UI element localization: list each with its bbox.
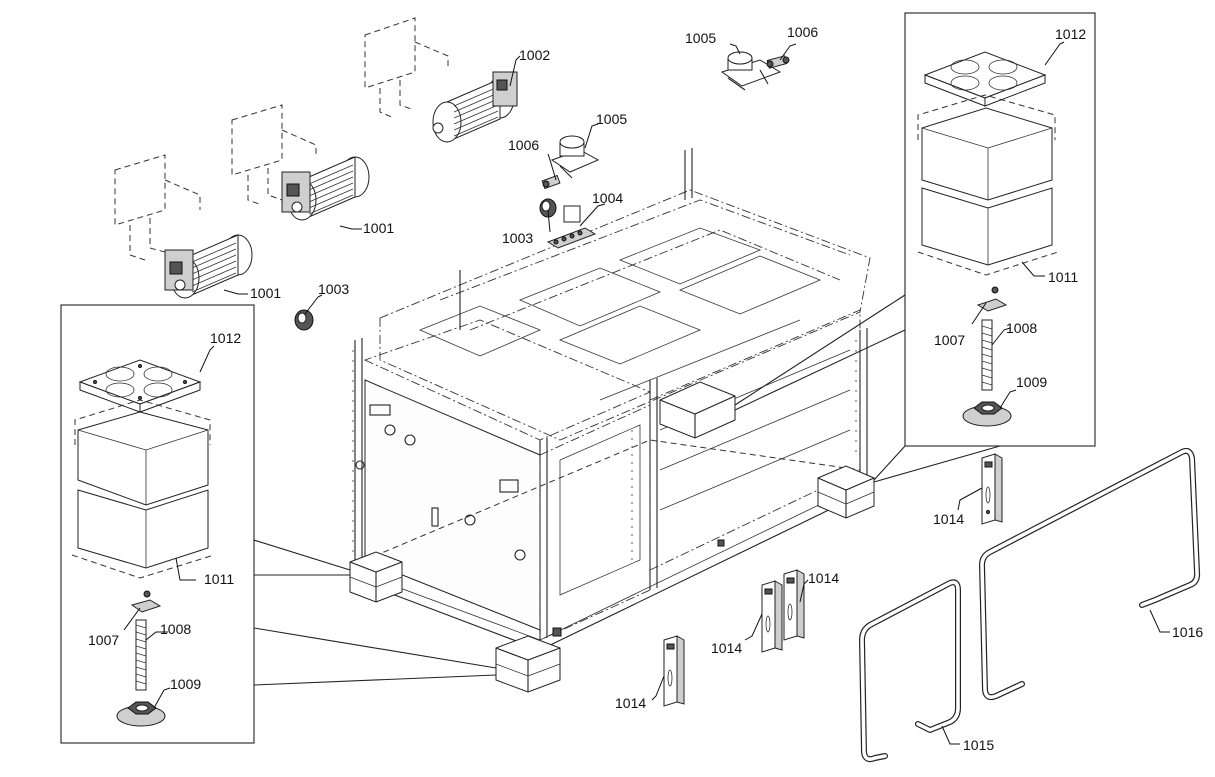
rod-1016 [979,447,1201,701]
fuse-1006-mid [541,174,561,190]
blower-1001-upper [281,156,370,221]
leader-lines [123,41,1170,745]
callout-1002: 1002 [519,47,550,63]
callout-1014-mid-a: 1014 [711,640,742,656]
callout-1014-upper: 1014 [933,511,964,527]
bracket-1014-upper [981,453,1003,525]
callout-1001-lower: 1001 [250,285,281,301]
callout-1014-lower: 1014 [615,695,646,711]
callout-1016: 1016 [1172,624,1203,640]
bracket-1014-lower [663,635,685,707]
blower-assemblies [114,17,518,299]
callout-1012-left: 1012 [210,330,241,346]
callout-1014-mid-b: 1014 [808,570,839,586]
callout-1006-top: 1006 [787,24,818,40]
slide-brackets-1014 [663,453,1003,707]
relay-1005-top [720,51,782,91]
callout-1007-right: 1007 [934,332,965,348]
callout-1009-right: 1009 [1016,374,1047,390]
blower-1001-lower [164,234,253,299]
blower-1002 [432,71,518,143]
small-components [294,51,790,331]
fuse-1006-top [766,55,790,69]
callout-1011-right: 1011 [1048,269,1078,285]
switch-1003-lower [294,309,314,331]
callout-1011-left: 1011 [204,571,234,587]
callout-1003-lower: 1003 [318,281,349,297]
callout-1005-top: 1005 [685,30,716,46]
callout-1004: 1004 [592,190,623,206]
right-foot-inset [734,12,1096,483]
wire-rods [859,447,1201,763]
callout-1015: 1015 [963,737,994,753]
callout-labels: 1001 1001 1002 1003 1003 1004 1005 1005 … [88,24,1203,753]
callout-1009-left: 1009 [170,676,201,692]
callout-1008-left: 1008 [160,621,191,637]
rod-1015 [859,579,961,763]
callout-1012-right: 1012 [1055,26,1086,42]
callout-1007-left: 1007 [88,632,119,648]
left-foot-inset [60,304,497,744]
relay-1005-mid [550,135,600,179]
callout-1001-upper: 1001 [363,220,394,236]
callout-1008-right: 1008 [1006,320,1037,336]
callout-1006-mid: 1006 [508,137,539,153]
switch-1003-mid [539,198,557,218]
bracket-1014-mid-a [761,580,783,653]
chassis-frame [352,148,871,651]
bracket-1014-mid-b [783,569,805,641]
chassis-feet [349,465,875,693]
callout-1005-mid: 1005 [596,111,627,127]
callout-1003-mid: 1003 [502,230,533,246]
terminal-block-1004 [546,205,597,249]
